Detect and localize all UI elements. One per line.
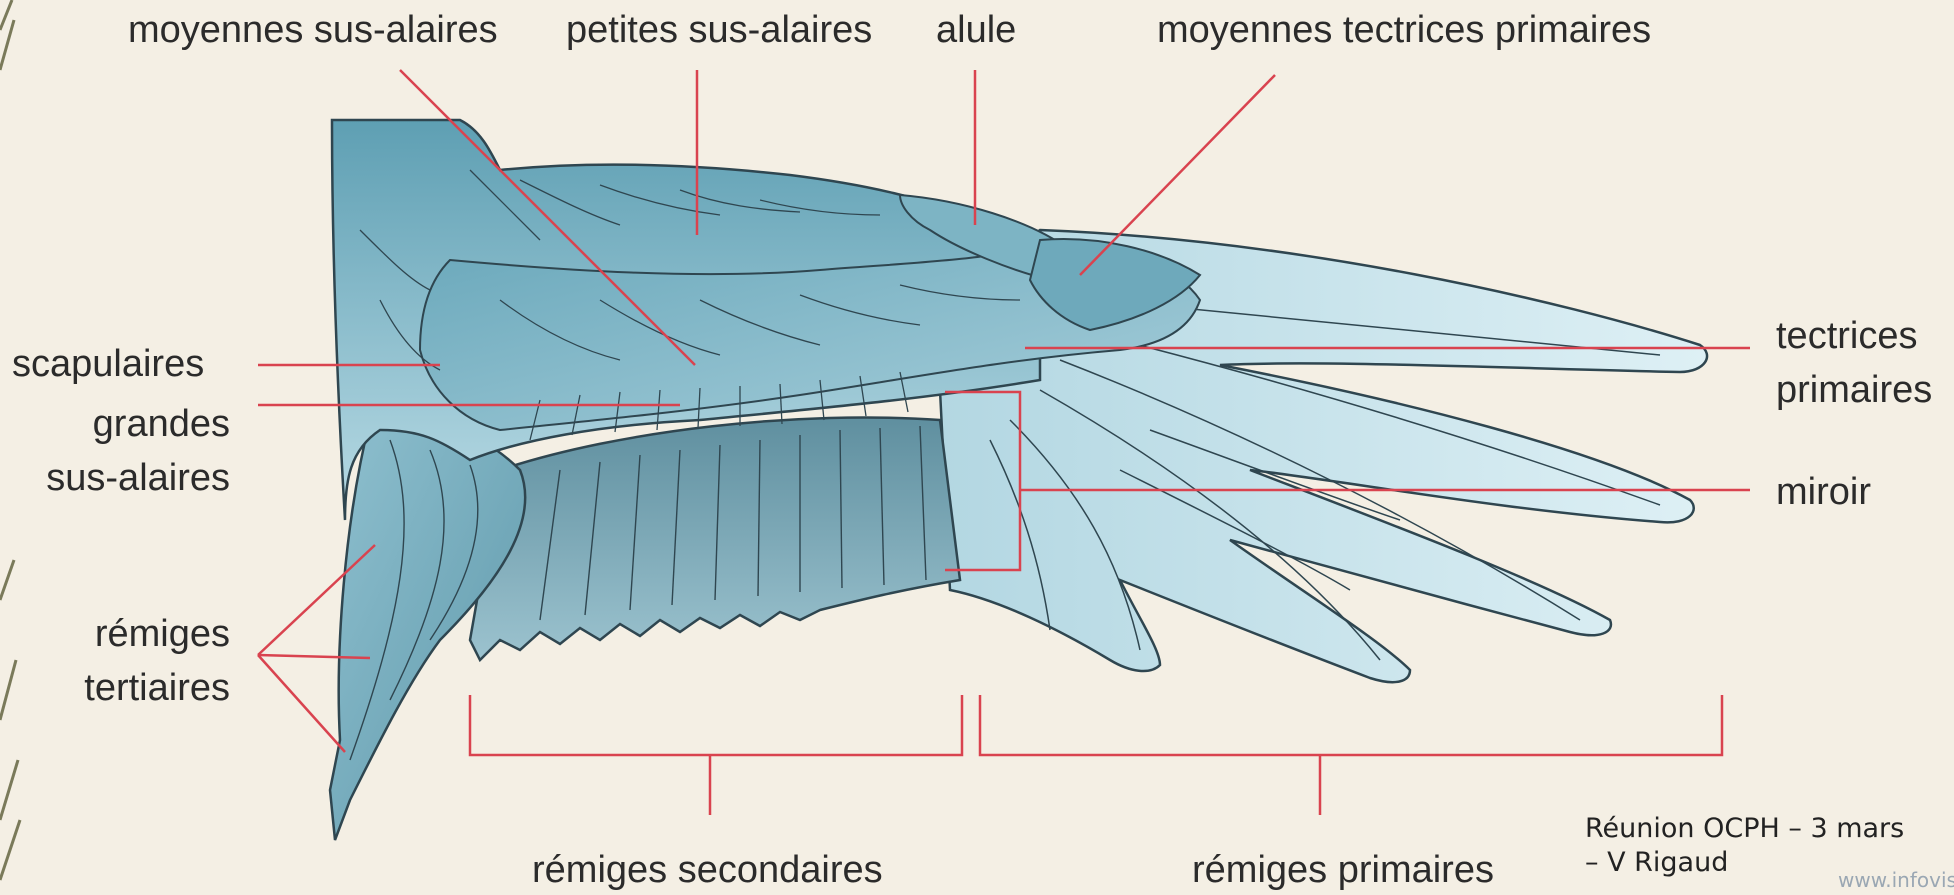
leader-remiges-tertiaires-c bbox=[258, 655, 345, 752]
secondary-feathers bbox=[470, 417, 960, 660]
label-tertiaires: tertiaires bbox=[40, 666, 230, 710]
label-scapulaires: scapulaires bbox=[12, 342, 204, 386]
label-moyennes-tectrices-primaires: moyennes tectrices primaires bbox=[1157, 8, 1651, 52]
left-border-decoration bbox=[0, 0, 20, 880]
label-sus-alaires: sus-alaires bbox=[20, 456, 230, 500]
credit-line-1: Réunion OCPH – 3 mars bbox=[1585, 812, 1904, 846]
label-primaires: primaires bbox=[1776, 368, 1932, 412]
label-remiges-secondaires: rémiges secondaires bbox=[532, 848, 883, 892]
label-remiges-primaires: rémiges primaires bbox=[1192, 848, 1494, 892]
label-remiges: rémiges bbox=[40, 612, 230, 656]
bracket-remiges-secondaires bbox=[470, 695, 962, 755]
label-grandes: grandes bbox=[40, 402, 230, 446]
bracket-remiges-primaires bbox=[980, 695, 1722, 755]
label-moyennes-sus-alaires: moyennes sus-alaires bbox=[128, 8, 498, 52]
watermark: www.infovis bbox=[1838, 868, 1954, 892]
label-petites-sus-alaires: petites sus-alaires bbox=[566, 8, 872, 52]
label-tectrices: tectrices bbox=[1776, 314, 1917, 358]
label-miroir: miroir bbox=[1776, 470, 1871, 514]
label-alule: alule bbox=[936, 8, 1016, 52]
